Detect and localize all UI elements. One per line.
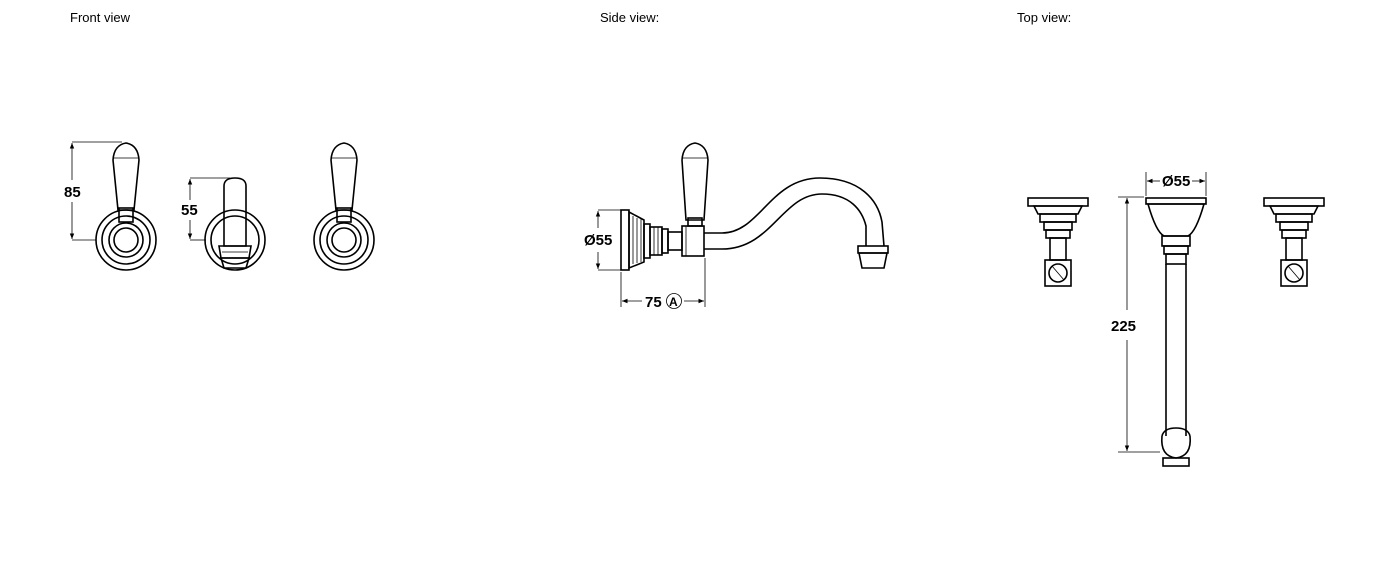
dim-side-diameter: Ø55 xyxy=(584,209,621,271)
top-view: Ø55 225 xyxy=(1027,172,1325,467)
front-view-title: Front view xyxy=(70,10,130,25)
side-wall-flange xyxy=(620,209,645,271)
side-spout xyxy=(704,177,889,269)
dim-side-depth-marker: A xyxy=(669,295,678,309)
dim-side-depth: 75 A xyxy=(620,258,706,311)
dim-top-length: 225 xyxy=(1111,196,1160,453)
top-right-valve xyxy=(1263,197,1325,287)
dim-top-diameter: Ø55 xyxy=(1145,172,1207,196)
side-view: Ø55 75 A xyxy=(584,142,889,311)
dim-top-diameter-label: Ø55 xyxy=(1162,173,1190,190)
front-right-handle xyxy=(313,142,375,271)
dim-side-diameter-label: Ø55 xyxy=(584,232,612,249)
side-body xyxy=(643,223,705,259)
top-spout xyxy=(1145,197,1207,467)
dim-top-length-label: 225 xyxy=(1111,318,1136,335)
dim-front-height: 85 xyxy=(64,141,122,241)
dim-front-middle-label: 55 xyxy=(181,202,198,219)
top-left-valve xyxy=(1027,197,1089,287)
side-handle xyxy=(681,142,709,227)
front-left-handle xyxy=(95,142,157,271)
dim-side-depth-label: 75 xyxy=(645,294,662,311)
dim-front-middle-height: 55 xyxy=(181,177,230,241)
side-view-title: Side view: xyxy=(600,10,660,25)
dim-front-height-label: 85 xyxy=(64,184,81,201)
front-view: 85 55 xyxy=(64,141,375,271)
top-view-title: Top view: xyxy=(1017,10,1072,25)
front-spout xyxy=(204,177,266,271)
